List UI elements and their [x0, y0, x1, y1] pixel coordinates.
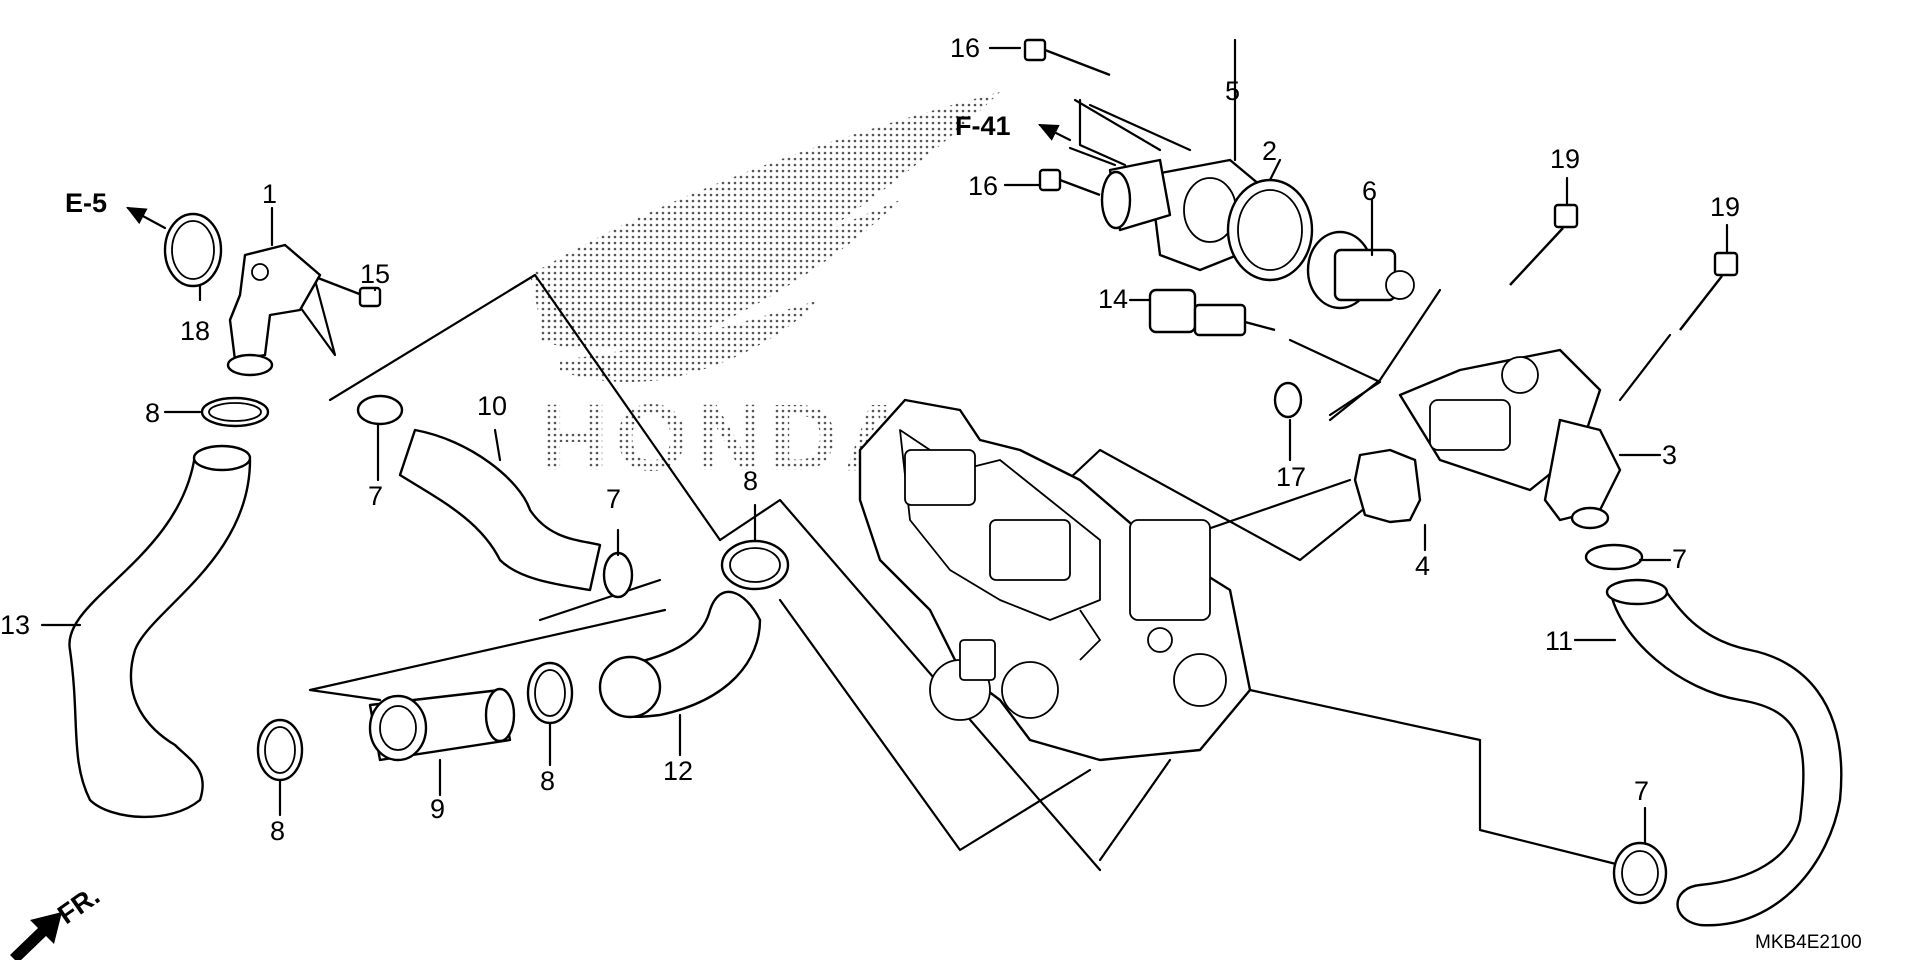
callout-16-b: 16: [968, 171, 998, 201]
part-7-clamp-d: [1612, 841, 1668, 905]
engine-block: [858, 398, 1252, 762]
callout-10: 10: [477, 391, 507, 421]
callout-16-a: 16: [950, 33, 980, 63]
callout-3: 3: [1662, 440, 1677, 470]
callout-8-a: 8: [145, 398, 160, 428]
callout-7-a: 7: [368, 481, 383, 511]
callout-1: 1: [262, 179, 277, 209]
callout-9: 9: [430, 794, 445, 824]
part-6-thermostat: [1306, 230, 1415, 310]
honda-wing-watermark: HONDA: [530, 92, 1000, 491]
part-10-hose: [398, 428, 602, 592]
reference-f41[interactable]: F-41: [955, 111, 1072, 142]
part-8-clamp-a: [200, 396, 270, 428]
part-17-washer: [1273, 381, 1303, 419]
callout-8-c: 8: [540, 766, 555, 796]
part-11-hose: [1608, 588, 1843, 927]
part-9-pipe: [368, 687, 516, 762]
part-13-hose: [68, 453, 252, 819]
callout-6: 6: [1362, 176, 1377, 206]
callout-7-b: 7: [606, 484, 621, 514]
part-7-clamp-b: [602, 551, 634, 599]
part-15-bolt: [317, 276, 382, 308]
part-7-clamp-a: [356, 394, 404, 426]
reference-e5[interactable]: E-5: [65, 188, 167, 230]
part-8-clamp-b: [720, 539, 790, 591]
callout-12: 12: [663, 756, 693, 786]
callout-5: 5: [1225, 76, 1240, 106]
callout-19-a: 19: [1550, 144, 1580, 174]
callout-8-b: 8: [743, 466, 758, 496]
callout-8-d: 8: [270, 816, 285, 846]
part-3-thermostat-housing: [1398, 348, 1622, 530]
part-14-temp-sensor: [1148, 288, 1276, 337]
callout-leaders: [40, 38, 1729, 844]
callout-14: 14: [1098, 284, 1128, 314]
part-1-water-outlet: [226, 243, 322, 377]
front-direction-indicator: FR.: [10, 880, 105, 960]
watermark-text: HONDA: [540, 385, 918, 491]
callout-7-c: 7: [1672, 544, 1687, 574]
ref-f41-label[interactable]: F-41: [955, 111, 1011, 141]
callout-2: 2: [1262, 136, 1277, 166]
part-16-bolt-b: [1038, 168, 1101, 197]
part-7-clamp-c: [1584, 543, 1644, 571]
part-19-bolt-b: [1679, 251, 1739, 331]
front-label: FR.: [52, 880, 105, 930]
part-16-bolt-a: [1023, 38, 1111, 77]
callout-19-b: 19: [1710, 192, 1740, 222]
callout-17: 17: [1276, 462, 1306, 492]
part-8-clamp-d: [256, 718, 304, 782]
callout-4: 4: [1415, 551, 1430, 581]
ref-f41-arrow-icon: [1038, 123, 1072, 142]
callout-18: 18: [180, 316, 210, 346]
part-8-clamp-c: [526, 661, 574, 725]
part-4-gasket: [1353, 448, 1422, 524]
ref-e5-arrow-icon: [126, 206, 167, 230]
ref-e5-label[interactable]: E-5: [65, 188, 107, 218]
callouts: 1 2 3 4 5 6 7 7 7 7 8 8 8 8 9 10 11 12 1…: [0, 33, 1740, 846]
callout-11: 11: [1545, 626, 1573, 656]
part-19-bolt-a: [1509, 203, 1579, 286]
front-arrow-icon: [10, 912, 62, 960]
callout-7-d: 7: [1634, 776, 1649, 806]
callout-15: 15: [360, 259, 390, 289]
diagram-code: MKB4E2100: [1755, 932, 1862, 953]
callout-13: 13: [0, 610, 30, 640]
